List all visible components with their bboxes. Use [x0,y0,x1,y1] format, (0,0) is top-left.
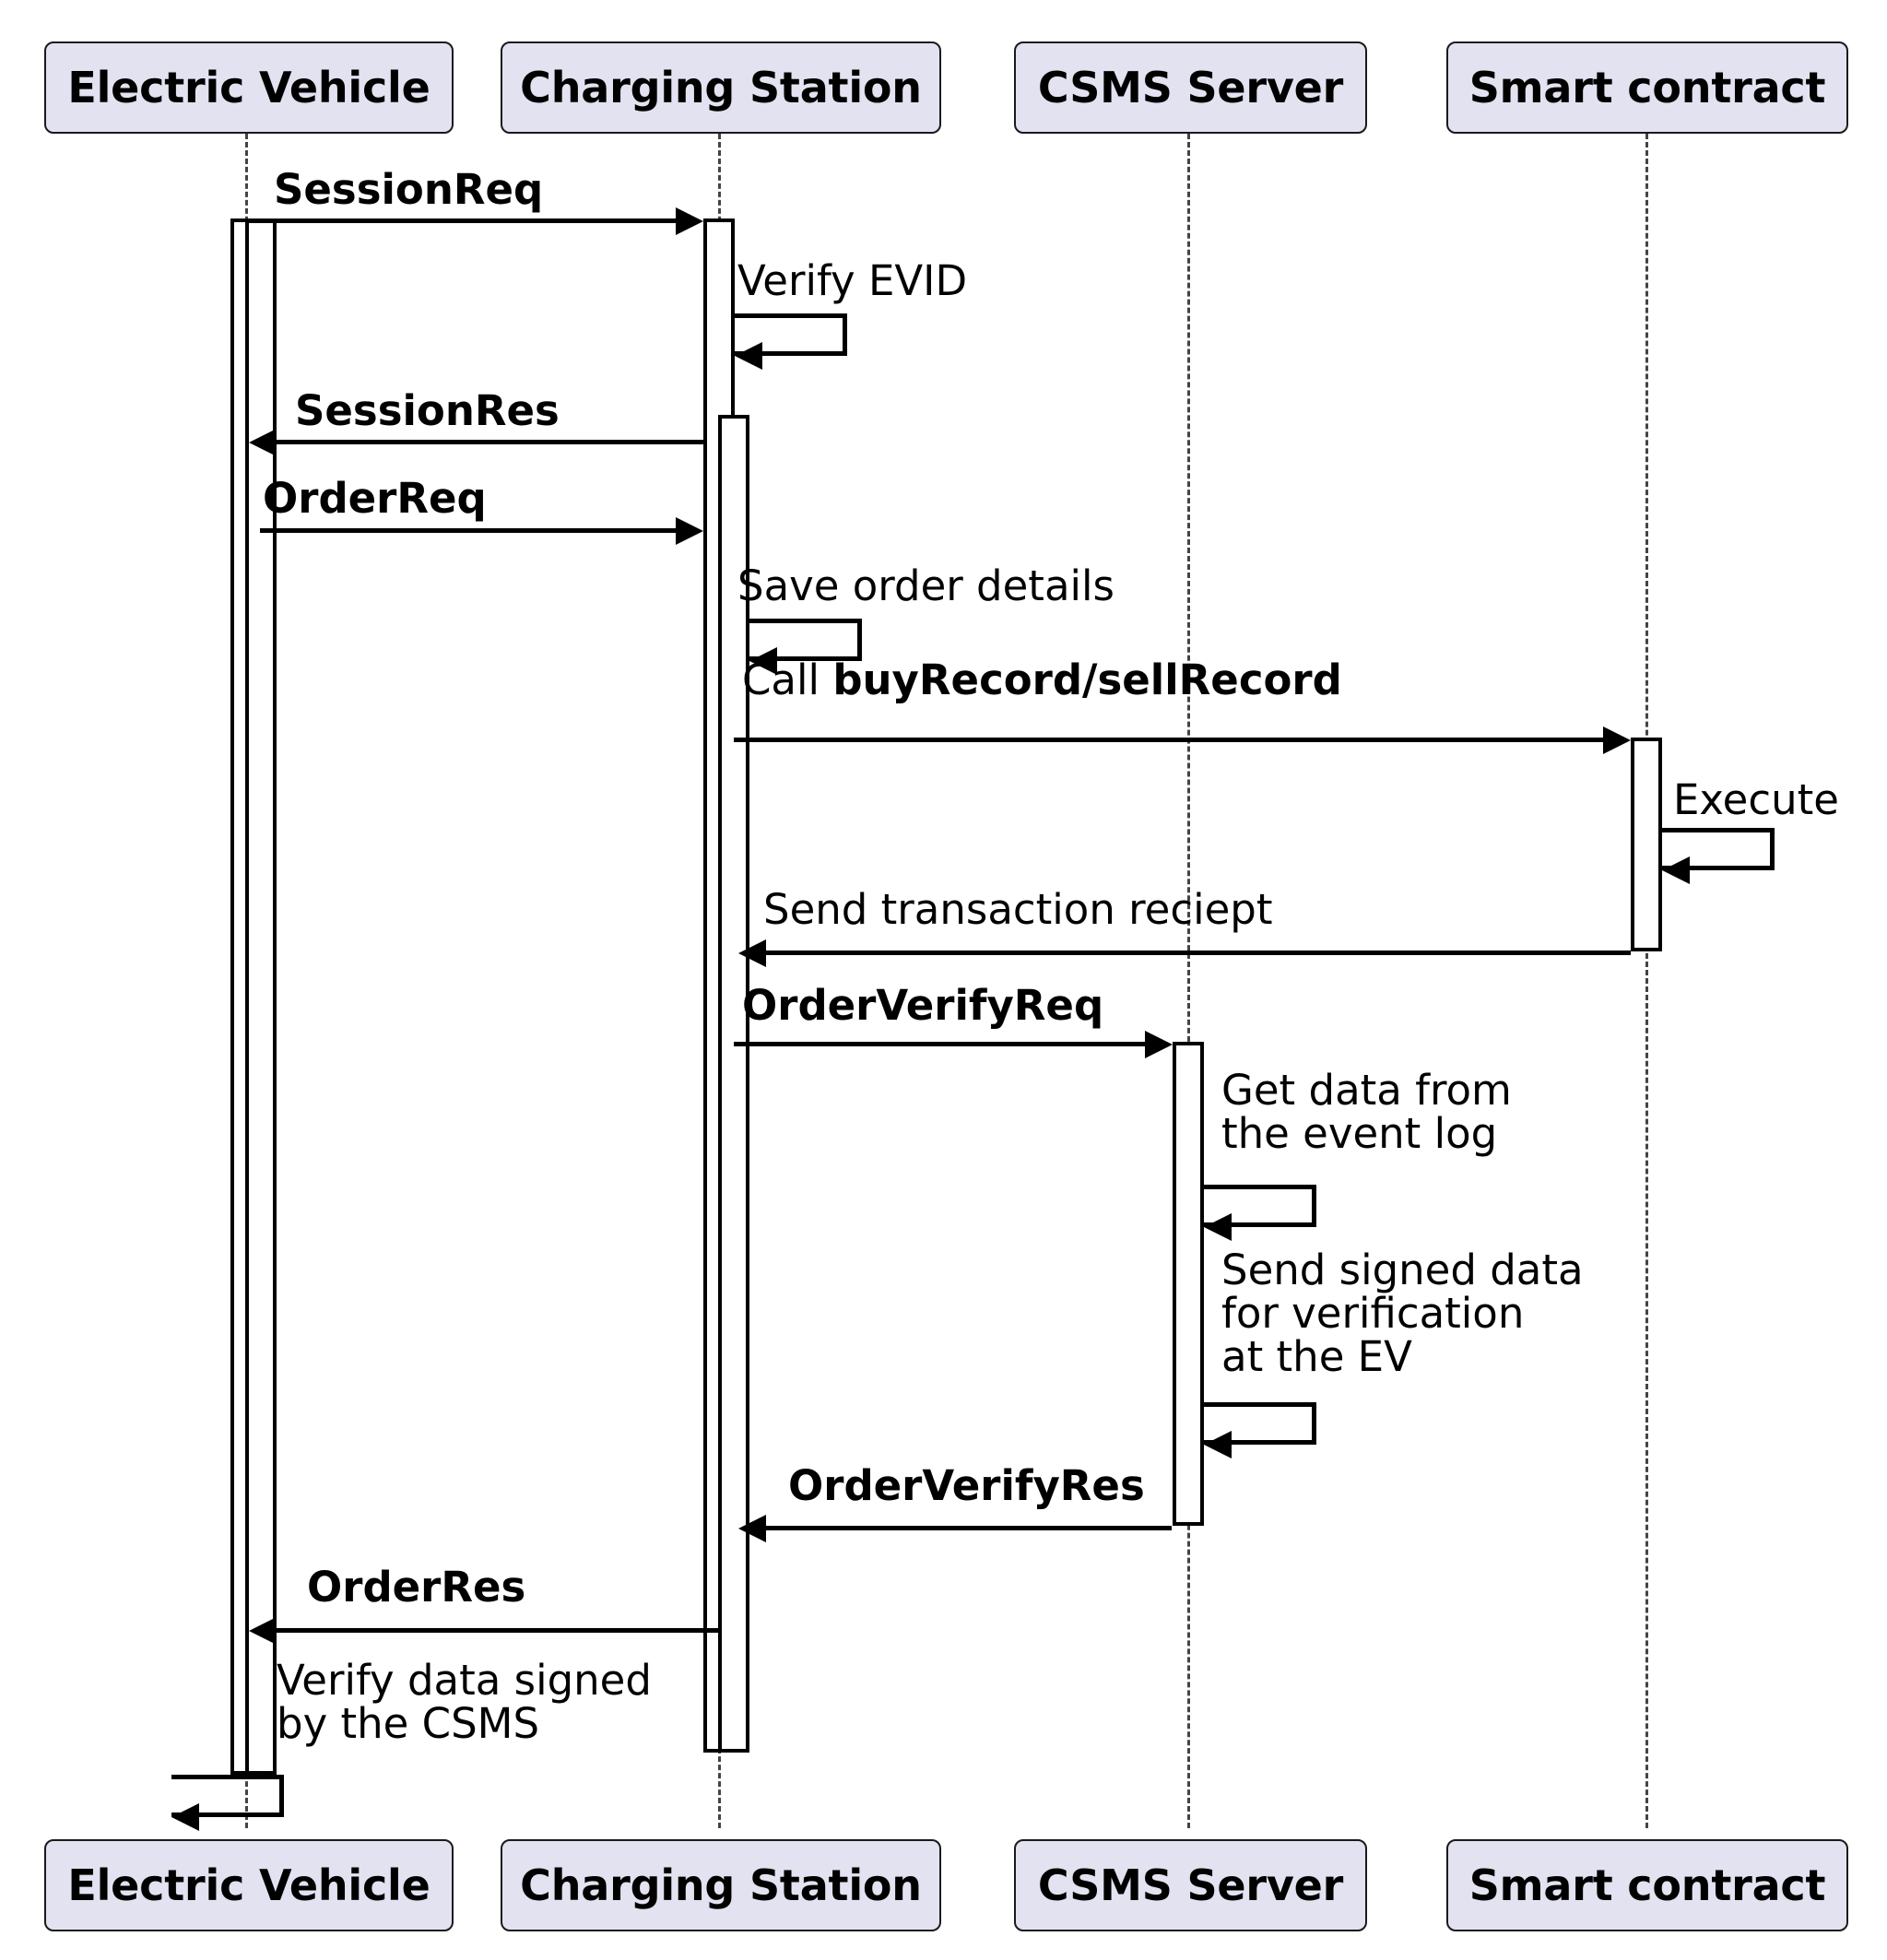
message-label-get-data-from-event-log: Get data from the event log [1221,1066,1512,1158]
message-label-sessionreq: SessionReq [274,165,544,214]
message-arrowhead-orderreq [676,517,703,545]
message-line-orderreq [260,528,676,533]
message-label-execute: Execute [1673,775,1839,824]
self-message-loop-send-signed-data [1204,1402,1316,1445]
message-label-orderres: OrderRes [307,1563,526,1612]
activation-charging-station-nested [718,415,749,1753]
participant-header-label-electric-vehicle: Electric Vehicle [67,63,430,112]
activation-electric-vehicle-self [245,218,277,1775]
activation-smart-contract [1631,738,1662,951]
activation-csms-server [1173,1042,1204,1526]
message-line-orderverifyreq [734,1042,1145,1046]
message-arrowhead-sessionres [249,429,277,456]
message-line-sessionreq [245,218,676,223]
participant-footer-label-smart-contract: Smart contract [1468,1860,1826,1910]
self-message-loop-verify-evid [735,313,847,356]
participant-footer-charging-station[interactable]: Charging Station [501,1839,941,1931]
lifeline-csms-server [1187,134,1190,1828]
participant-header-label-csms-server: CSMS Server [1037,63,1344,112]
participant-header-electric-vehicle[interactable]: Electric Vehicle [44,41,454,134]
message-arrowhead-execute [1662,856,1690,884]
message-arrowhead-verify-data-signed [171,1803,199,1831]
self-message-loop-save-order-details [749,619,862,661]
self-message-loop-get-data-from-event-log [1204,1185,1316,1227]
message-label-send-transaction-reciept: Send transaction reciept [763,885,1273,934]
message-arrowhead-sessionreq [676,207,703,235]
self-message-loop-execute [1662,828,1775,870]
participant-footer-label-csms-server: CSMS Server [1037,1860,1344,1910]
message-label-verify-data-signed-by-csms: Verify data signed by the CSMS [277,1656,652,1748]
message-line-orderres [260,1628,718,1633]
participant-header-charging-station[interactable]: Charging Station [501,41,941,134]
participant-footer-electric-vehicle[interactable]: Electric Vehicle [44,1839,454,1931]
message-label-orderverifyres: OrderVerifyRes [788,1461,1145,1510]
message-label-verify-evid: Verify EVID [737,256,968,305]
participant-header-label-charging-station: Charging Station [520,63,922,112]
message-arrowhead-verify-evid [735,342,762,370]
participant-footer-label-electric-vehicle: Electric Vehicle [67,1860,430,1910]
message-arrowhead-call-buyrecord-sellrecord [1603,726,1631,754]
message-label-sessionres: SessionRes [295,386,560,435]
message-line-send-transaction-reciept [749,950,1631,955]
message-label-call-prefix: Call [742,655,833,704]
message-label-save-order-details: Save order details [737,561,1115,610]
message-arrowhead-send-signed-data [1204,1431,1232,1458]
participant-header-label-smart-contract: Smart contract [1468,63,1826,112]
participant-footer-label-charging-station: Charging Station [520,1860,922,1910]
message-label-orderverifyreq: OrderVerifyReq [742,981,1104,1030]
message-label-call-method: buyRecord/sellRecord [832,655,1342,704]
self-message-loop-verify-data-signed [171,1775,284,1817]
message-line-sessionres [260,440,703,444]
message-arrowhead-save-order-details [749,647,777,675]
message-line-call-buyrecord-sellrecord [734,738,1603,742]
participant-header-csms-server[interactable]: CSMS Server [1014,41,1367,134]
participant-header-smart-contract[interactable]: Smart contract [1446,41,1848,134]
message-label-send-signed-data: Send signed data for verification at the… [1221,1246,1584,1381]
message-arrowhead-orderres [249,1617,277,1645]
message-line-orderverifyres [749,1526,1172,1530]
message-arrowhead-get-data-from-event-log [1204,1213,1232,1241]
message-label-call-buyrecord-sellrecord: Call buyRecord/sellRecord [742,659,1342,702]
lifeline-smart-contract [1645,134,1648,1828]
message-arrowhead-send-transaction-reciept [738,939,766,967]
message-arrowhead-orderverifyres [738,1515,766,1542]
message-arrowhead-orderverifyreq [1145,1031,1173,1058]
participant-footer-csms-server[interactable]: CSMS Server [1014,1839,1367,1931]
participant-footer-smart-contract[interactable]: Smart contract [1446,1839,1848,1931]
message-label-orderreq: OrderReq [263,474,487,523]
